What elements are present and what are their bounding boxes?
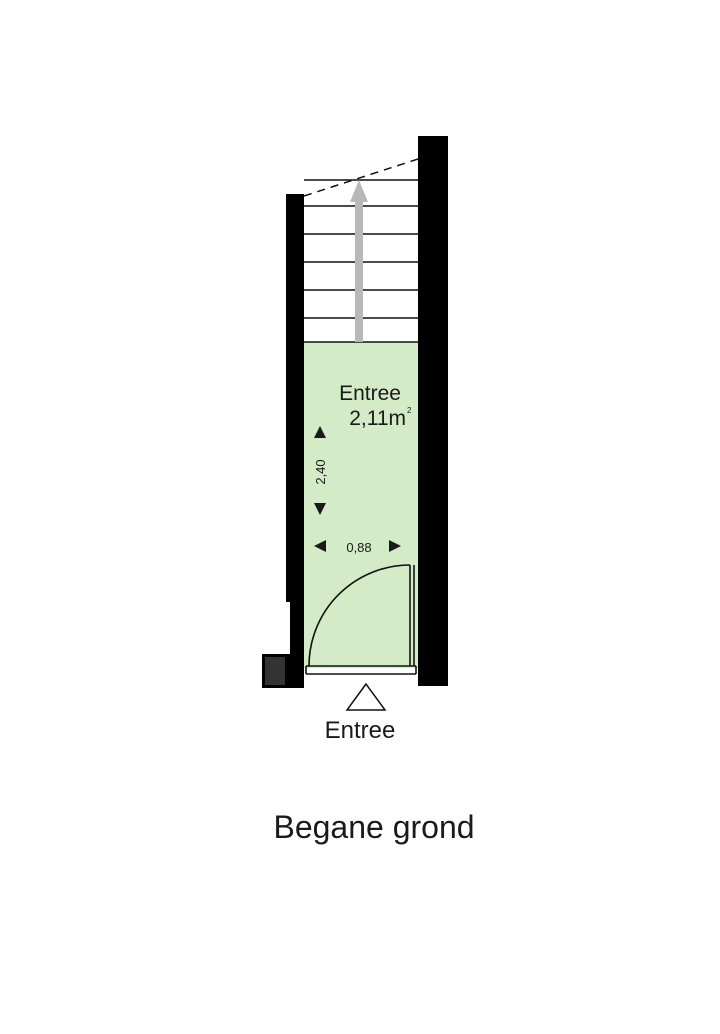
entrance-triangle-icon [345,682,387,711]
left-wall [286,194,304,602]
room-area-value: 2,11m [349,407,406,430]
dim-arrow-down-icon [314,503,326,515]
left-wall-corner-inner [265,657,285,685]
dim-arrow-right-icon [389,540,401,552]
right-wall [418,136,448,686]
door [305,564,417,675]
entrance-label: Entree [325,717,396,744]
door-swing-arc [308,564,411,667]
room-width-dimension: 0,88 [346,540,371,555]
room-length-dimension: 2,40 [313,459,328,484]
room-area: 2,11m [349,407,406,430]
dim-arrow-up-icon [314,426,326,438]
room-name: Entree [339,382,401,405]
stair-direction-arrow [350,180,368,342]
room-area-unit: 2 [407,406,412,415]
stair-cut-line [303,158,419,197]
dim-arrow-left-icon [314,540,326,552]
floor-title: Begane grond [273,809,474,845]
